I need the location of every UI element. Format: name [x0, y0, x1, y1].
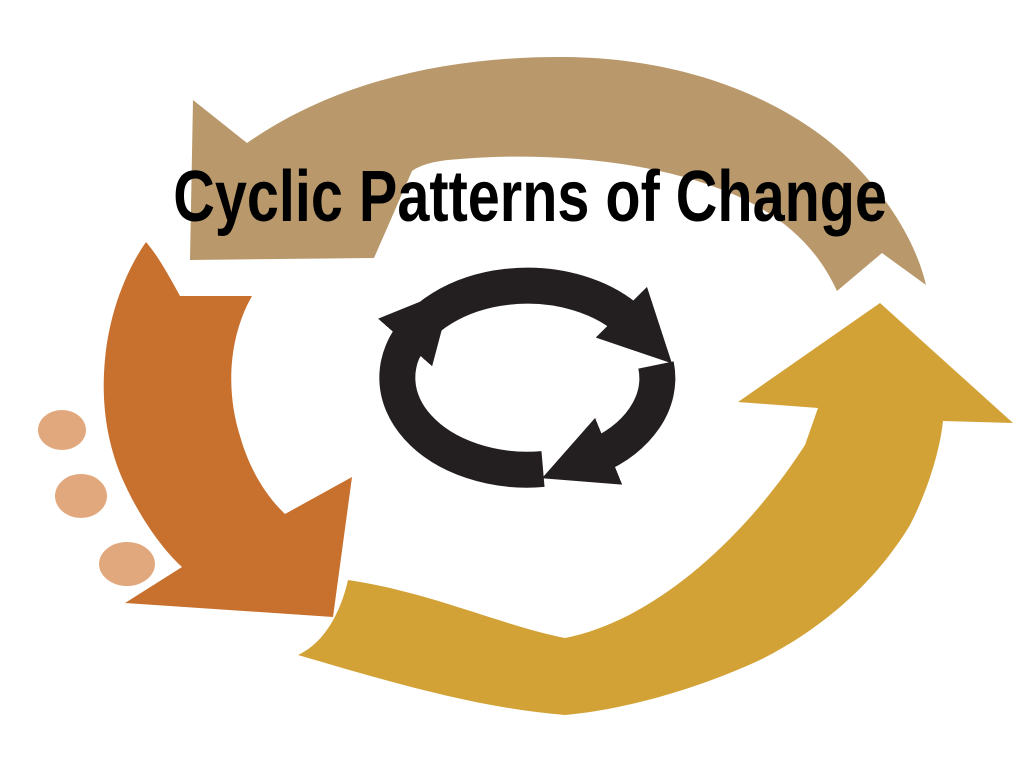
dot-trail — [38, 410, 155, 586]
gold-curved-arrow-bottom — [298, 303, 1013, 715]
decorative-dot — [99, 542, 155, 586]
decorative-dot — [38, 410, 86, 450]
decorative-dot — [55, 474, 107, 518]
cycle-icon-arc-bottom-left — [378, 288, 545, 488]
cycle-arrows-icon — [378, 267, 676, 488]
orange-curved-arrow-left — [103, 242, 352, 617]
cycle-icon-arc-top — [386, 267, 672, 364]
cycle-icon-arc-right — [541, 361, 676, 485]
tan-curved-arrow-top — [190, 56, 926, 291]
